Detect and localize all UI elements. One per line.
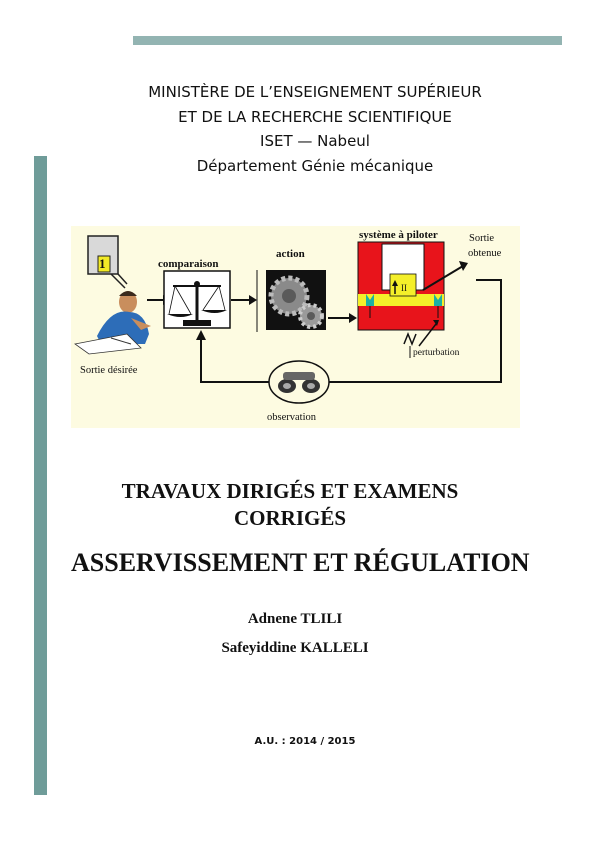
title-line2: CORRIGÉS bbox=[233, 506, 347, 530]
header-line-research: ET DE LA RECHERCHE SCIENTIFIQUE bbox=[178, 107, 452, 126]
author-1: Adnene TLILI bbox=[247, 611, 343, 627]
title-line1: TRAVAUX DIRIGÉS ET EXAMENS bbox=[121, 479, 459, 503]
diagram-label-output-line2: obtenue bbox=[468, 248, 502, 259]
top-decorative-bar bbox=[133, 36, 562, 45]
author-2: Safeyiddine KALLELI bbox=[221, 640, 369, 656]
diagram-label-system: système à piloter bbox=[359, 229, 438, 241]
instruction-sign-icon bbox=[87, 235, 128, 289]
header-line-department: Département Génie mécanique bbox=[196, 156, 434, 175]
control-loop-diagram: comparaison action système à piloter Sor… bbox=[71, 226, 520, 428]
diagram-graphics bbox=[74, 235, 502, 404]
academic-year: A.U. : 2014 / 2015 bbox=[254, 736, 356, 747]
diagram-label-output-line1: Sortie bbox=[469, 233, 495, 244]
binoculars-icon bbox=[268, 360, 330, 404]
header-line-ministry: MINISTÈRE DE L’ENSEIGNEMENT SUPÉRIEUR bbox=[148, 83, 482, 101]
diagram-label-sign-number: 1 bbox=[99, 256, 106, 271]
disturbance-icon bbox=[403, 320, 439, 358]
gears-icon bbox=[266, 270, 326, 330]
header-line-institute: ISET — Nabeul bbox=[260, 132, 370, 150]
document-title: TRAVAUX DIRIGÉS ET EXAMENS CORRIGÉS bbox=[60, 478, 520, 532]
diagram-label-desired: Sortie désirée bbox=[80, 365, 138, 376]
diagram-label-disturbance: perturbation bbox=[413, 348, 460, 358]
balance-icon bbox=[163, 270, 231, 329]
document-subject: ASSERVISSEMENT ET RÉGULATION bbox=[71, 548, 530, 577]
diagram-label-action: action bbox=[276, 248, 305, 260]
institution-header: MINISTÈRE DE L’ENSEIGNEMENT SUPÉRIEUR ET… bbox=[60, 80, 570, 178]
diagram-label-valve-symbol: II bbox=[401, 283, 407, 293]
person-icon bbox=[74, 291, 151, 355]
diagram-label-comparison: comparaison bbox=[158, 258, 219, 270]
side-decorative-bar bbox=[34, 156, 47, 795]
diagram-label-observation: observation bbox=[267, 412, 316, 423]
